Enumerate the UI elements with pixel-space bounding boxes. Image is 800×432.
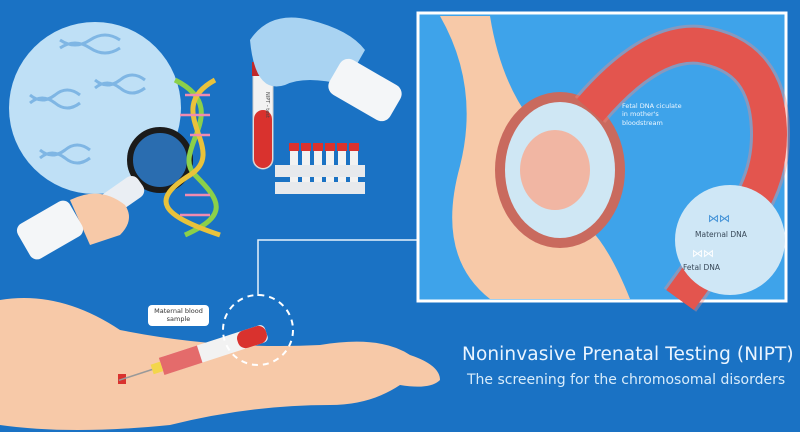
dna-helix-icon — [163, 77, 221, 238]
maternal-blood-sample-label: Maternal blood sample — [148, 305, 209, 326]
tube-label: NIPT - test — [264, 92, 270, 118]
fetal-dna-circulate-label: Fetal DNA ciculate in mother's bloodstre… — [622, 102, 682, 127]
test-tube-rack — [275, 143, 365, 194]
syringe-icon — [118, 325, 268, 382]
pregnancy-cross-section-panel — [416, 11, 791, 312]
connector-line — [257, 239, 418, 296]
gloved-hand-with-test-tube: NIPT - test — [250, 17, 402, 170]
arm-illustration — [0, 298, 440, 430]
fetal-dna-icon: ⋈⋈ — [692, 247, 714, 260]
page-subtitle: The screening for the chromosomal disord… — [467, 372, 786, 388]
maternal-dna-label: Maternal DNA — [695, 230, 747, 239]
fetal-dna-label: Fetal DNA — [683, 263, 721, 272]
maternal-dna-icon: ⋈⋈ — [708, 212, 730, 225]
page-title: Noninvasive Prenatal Testing (NIPT) — [462, 344, 794, 365]
dashed-magnify-circle — [222, 294, 294, 366]
hand-holding-magnifier — [16, 193, 129, 260]
